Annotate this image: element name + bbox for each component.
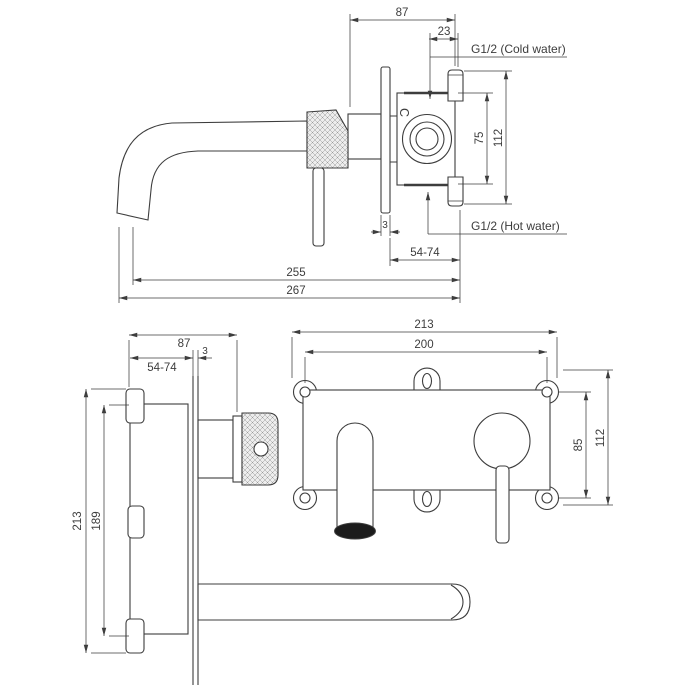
svg-text:267: 267 bbox=[286, 285, 305, 297]
svg-text:189: 189 bbox=[91, 511, 103, 530]
knurled-collar bbox=[306, 109, 349, 169]
hole-top-middle bbox=[421, 372, 433, 390]
svg-text:255: 255 bbox=[286, 267, 305, 279]
plan-view: 87 54-74 3 213 189 bbox=[72, 332, 471, 685]
callout-hot-water: G1/2 (Hot water) bbox=[425, 192, 567, 235]
dim-side-spout-reach: 255 bbox=[132, 227, 460, 285]
mounting-clip-middle bbox=[127, 505, 145, 539]
svg-text:54-74: 54-74 bbox=[410, 247, 440, 259]
svg-text:213: 213 bbox=[414, 319, 433, 331]
front-view: 213 200 85 112 bbox=[291, 319, 613, 544]
svg-text:87: 87 bbox=[178, 338, 191, 350]
svg-text:87: 87 bbox=[396, 7, 409, 19]
dim-front-hole-spacing-h: 200 bbox=[304, 339, 548, 383]
spout-tube-plan bbox=[197, 583, 471, 621]
hole-bottom-left bbox=[299, 492, 311, 504]
hole-bottom-middle bbox=[421, 490, 433, 508]
svg-text:3: 3 bbox=[202, 346, 208, 357]
dim-side-inlet-spacing: 75 bbox=[458, 92, 493, 185]
handle-lever-front bbox=[495, 465, 510, 544]
svg-text:200: 200 bbox=[414, 339, 433, 351]
svg-text:75: 75 bbox=[474, 132, 486, 145]
svg-text:23: 23 bbox=[438, 26, 451, 38]
dim-side-inlet-offset: 23 bbox=[429, 26, 459, 67]
dim-side-body-height: 112 bbox=[464, 70, 512, 205]
dim-plan-overall-height: 213 bbox=[72, 388, 126, 654]
cartridge-mid-circle bbox=[409, 121, 445, 157]
dim-plan-mount-range: 54-74 bbox=[130, 350, 194, 377]
side-section-view: C 87 23 G1/2 (Cold water) G1/2 (Hot wate… bbox=[116, 7, 567, 303]
cold-water-label: G1/2 (Cold water) bbox=[471, 42, 566, 56]
flange-bottom bbox=[447, 176, 464, 207]
dim-side-overall-reach: 267 bbox=[118, 227, 460, 303]
spout-front bbox=[336, 422, 374, 531]
set-screw bbox=[253, 441, 269, 457]
hole-top-left bbox=[299, 386, 311, 398]
dim-side-wall-thickness: 3 bbox=[371, 215, 400, 236]
dim-side-mount-range: 54-74 bbox=[389, 210, 461, 303]
callout-cold-water: G1/2 (Cold water) bbox=[427, 42, 567, 99]
svg-text:213: 213 bbox=[72, 511, 84, 530]
collar-rim bbox=[232, 415, 243, 483]
handle-knob bbox=[473, 412, 531, 470]
dim-front-overall-width: 213 bbox=[291, 319, 558, 378]
dim-plan-wall-thickness: 3 bbox=[197, 346, 212, 377]
curved-spout-outline bbox=[116, 120, 308, 221]
svg-text:85: 85 bbox=[573, 439, 585, 452]
dim-plan-box-height: 189 bbox=[91, 404, 129, 637]
body-marking-c: C bbox=[397, 108, 411, 117]
spout-tube-cap bbox=[450, 584, 464, 620]
svg-text:54-74: 54-74 bbox=[147, 362, 177, 374]
cartridge-inner-circle bbox=[415, 127, 439, 151]
svg-text:3: 3 bbox=[382, 220, 388, 231]
dim-front-overall-height: 112 bbox=[563, 369, 613, 506]
hole-bottom-right bbox=[541, 492, 553, 504]
wall-lines bbox=[192, 376, 199, 685]
wall-plate bbox=[380, 66, 391, 214]
svg-text:112: 112 bbox=[595, 429, 607, 447]
dim-front-hole-spacing-v: 85 bbox=[558, 391, 591, 499]
svg-text:112: 112 bbox=[493, 129, 505, 147]
hole-top-right bbox=[541, 386, 553, 398]
mounting-tab-top bbox=[125, 388, 145, 424]
connection-pipes bbox=[390, 115, 397, 163]
dim-plan-overall-depth: 87 bbox=[128, 332, 238, 412]
hot-water-label: G1/2 (Hot water) bbox=[471, 219, 560, 233]
spout-outlet-opening bbox=[334, 522, 376, 540]
handle-neck bbox=[197, 419, 234, 479]
handle-lever bbox=[312, 167, 325, 247]
spout-stem bbox=[347, 113, 382, 160]
